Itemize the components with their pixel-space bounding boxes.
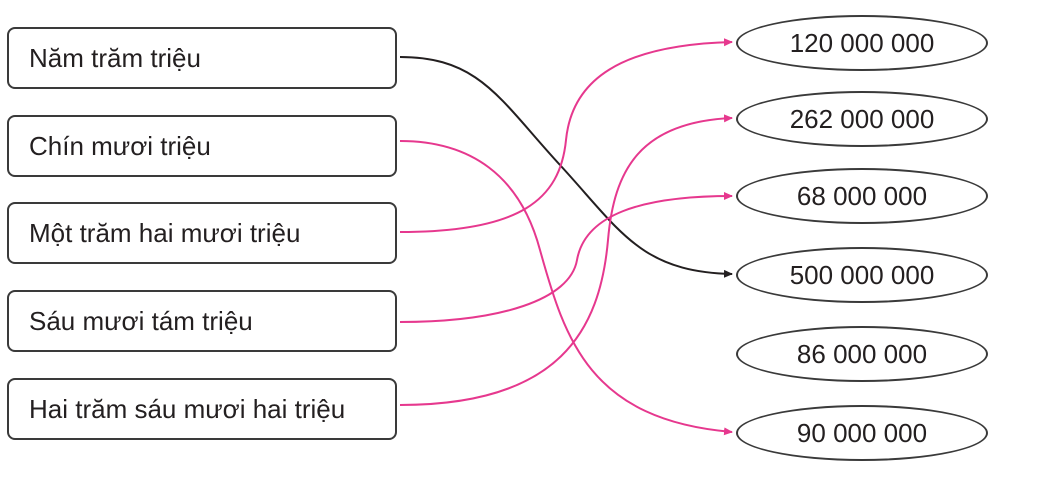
- number-oval-86000000: 86 000 000: [736, 326, 988, 382]
- number-label: 262 000 000: [789, 103, 935, 134]
- word-box-nam-tram-trieu: Năm trăm triệu: [7, 27, 397, 89]
- word-label: Năm trăm triệu: [29, 42, 201, 73]
- word-label: Chín mươi triệu: [29, 130, 211, 161]
- link-nam-tram-trieu: [399, 56, 733, 278]
- link-hai-tram-sau-muoi-hai-trieu: [399, 114, 733, 406]
- word-box-hai-tram-sau-muoi-hai-trieu: Hai trăm sáu mươi hai triệu: [7, 378, 397, 440]
- number-label: 120 000 000: [789, 27, 935, 58]
- number-label: 90 000 000: [796, 417, 928, 448]
- word-box-chin-muoi-trieu: Chín mươi triệu: [7, 115, 397, 177]
- number-label: 68 000 000: [796, 180, 928, 211]
- number-oval-90000000: 90 000 000: [736, 405, 988, 461]
- number-label: 500 000 000: [789, 259, 935, 290]
- link-mot-tram-hai-muoi-trieu: [399, 38, 733, 233]
- number-oval-68000000: 68 000 000: [736, 168, 988, 224]
- number-oval-262000000: 262 000 000: [736, 91, 988, 147]
- word-box-sau-muoi-tam-trieu: Sáu mươi tám triệu: [7, 290, 397, 352]
- link-chin-muoi-trieu: [399, 140, 733, 436]
- word-box-mot-tram-hai-muoi-trieu: Một trăm hai mươi triệu: [7, 202, 397, 264]
- word-label: Hai trăm sáu mươi hai triệu: [29, 393, 346, 424]
- word-label: Một trăm hai mươi triệu: [29, 217, 301, 248]
- word-label: Sáu mươi tám triệu: [29, 305, 253, 336]
- number-oval-120000000: 120 000 000: [736, 15, 988, 71]
- number-oval-500000000: 500 000 000: [736, 247, 988, 303]
- link-sau-muoi-tam-trieu: [399, 192, 733, 323]
- number-label: 86 000 000: [796, 338, 928, 369]
